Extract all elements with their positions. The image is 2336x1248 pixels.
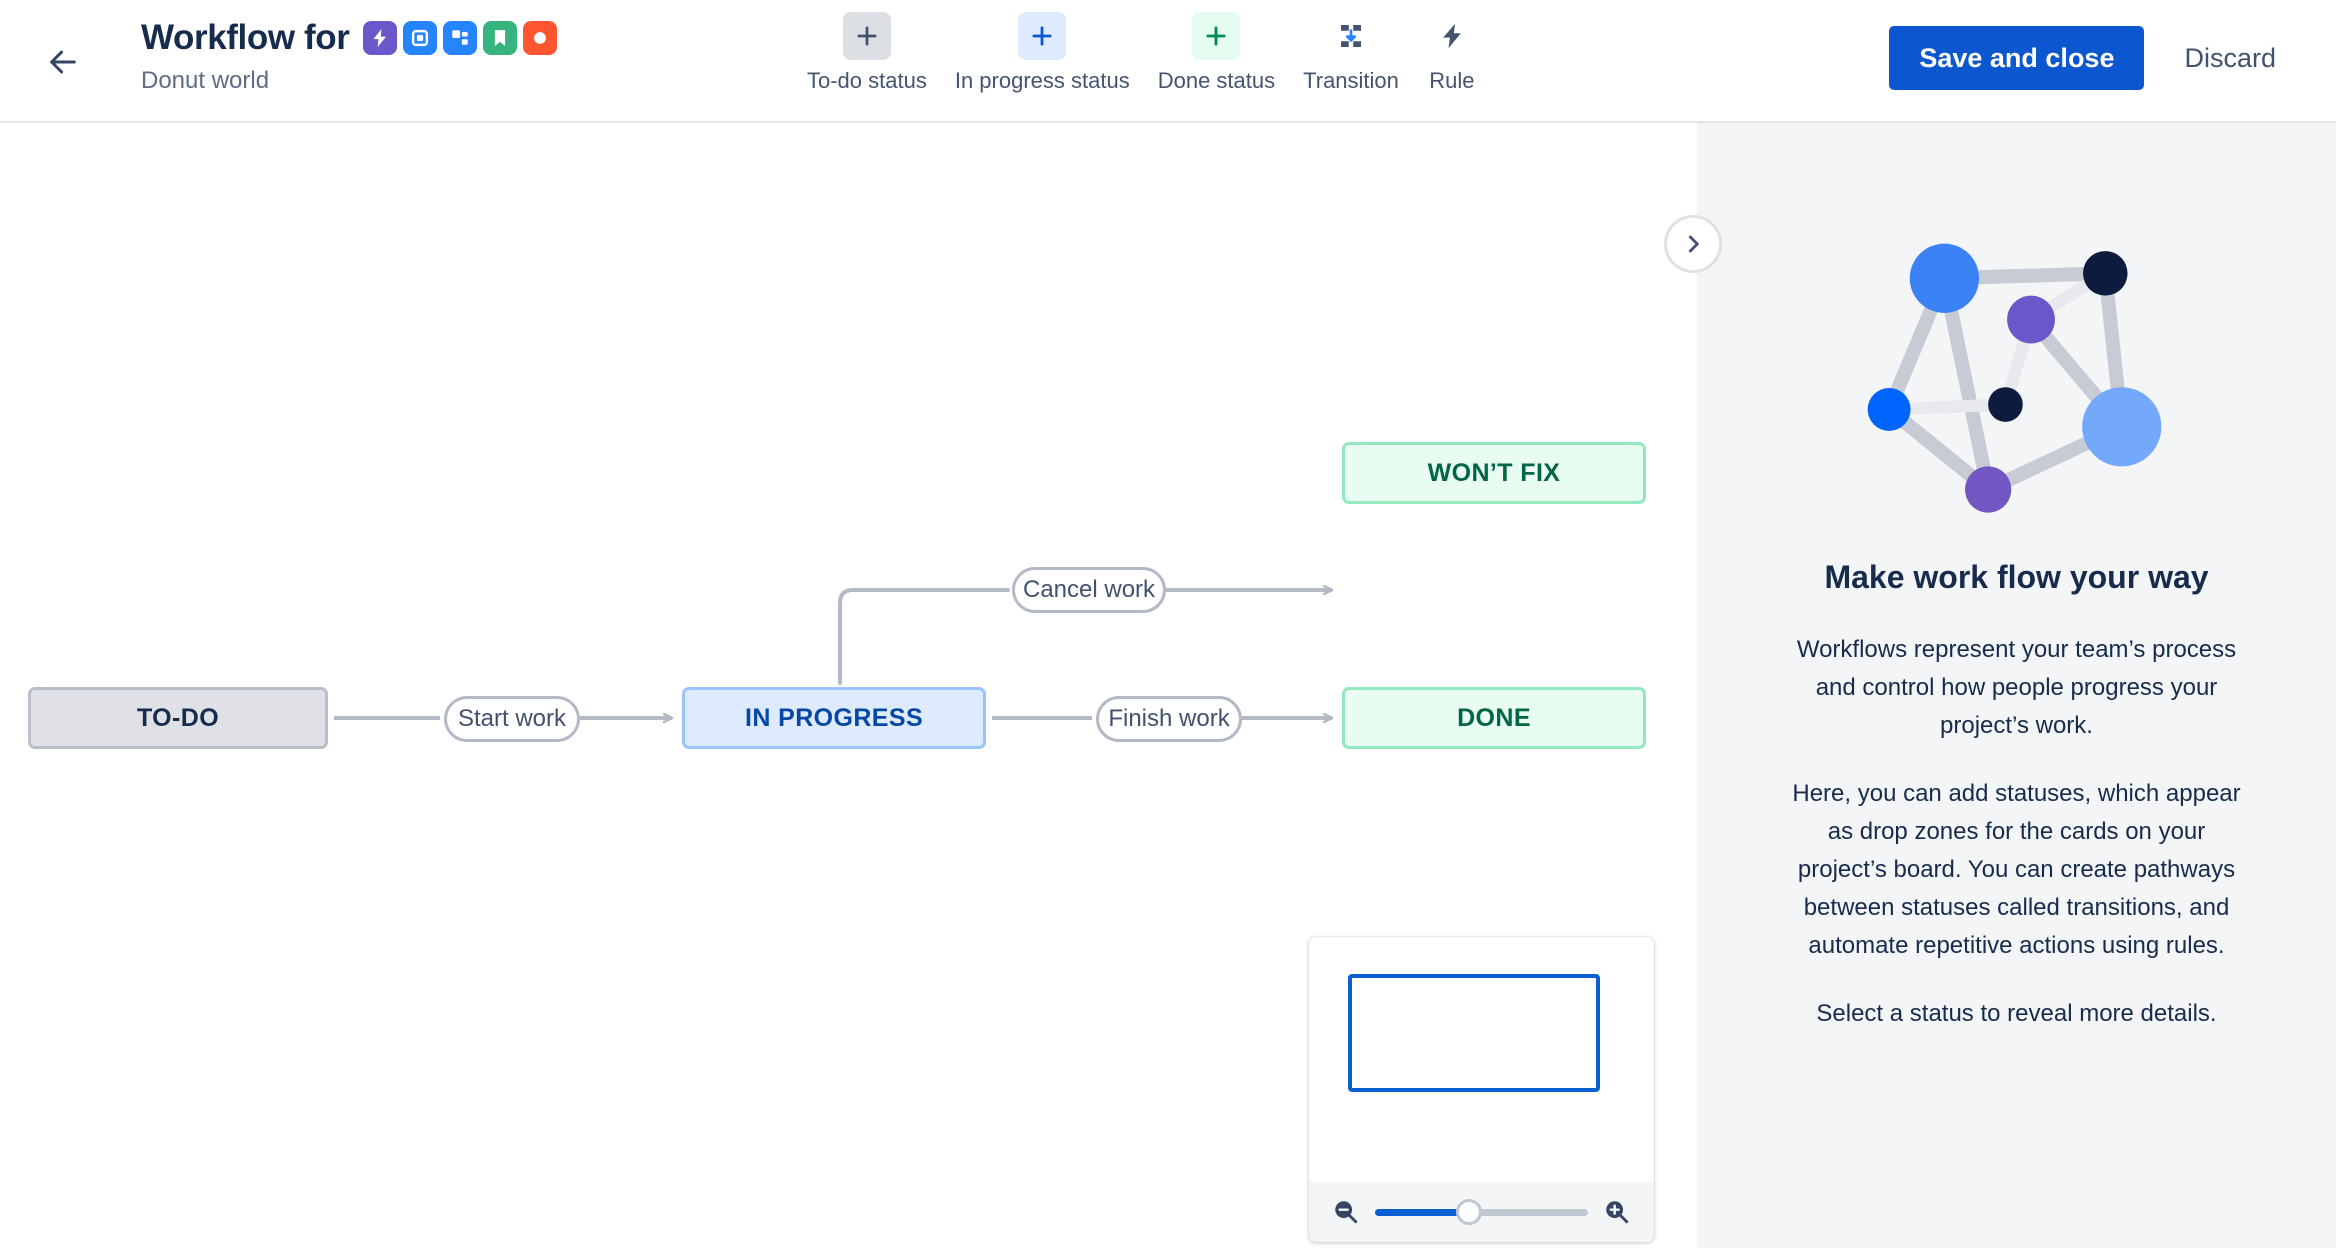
workflow-canvas[interactable]: TO-DO IN PROGRESS DONE WON’T FIX Start w… [0, 123, 1693, 1248]
info-panel: Make work flow your way Workflows repres… [1697, 123, 2336, 1248]
add-done-status-button[interactable]: Done status [1144, 12, 1289, 94]
zoom-slider-thumb[interactable] [1455, 1199, 1482, 1225]
discard-button[interactable]: Discard [2166, 26, 2294, 90]
transition-label-text: Cancel work [1022, 576, 1156, 603]
header-actions: Save and close Discard [1889, 26, 2294, 90]
rule-lightning-icon [1428, 12, 1476, 60]
tool-label: Rule [1429, 68, 1475, 93]
plus-icon [1018, 12, 1067, 60]
workflow-network-graph-illustration [1867, 243, 2161, 513]
tool-label: In progress status [954, 68, 1130, 93]
transition-label-start-work[interactable]: Start work [444, 696, 580, 742]
status-node-todo[interactable]: TO-DO [28, 687, 328, 749]
tool-label: Transition [1303, 68, 1399, 93]
status-node-label: DONE [1457, 703, 1531, 732]
transition-label-finish-work[interactable]: Finish work [1096, 696, 1242, 742]
zoom-controls [1309, 1182, 1654, 1242]
zoom-slider-fill [1375, 1208, 1469, 1216]
automation-lightning-icon[interactable] [363, 21, 398, 55]
plus-icon [1192, 12, 1241, 60]
status-node-wont-fix[interactable]: WON’T FIX [1342, 442, 1646, 504]
panel-body: Workflows represent your team’s process … [1791, 631, 2243, 1033]
page-subtitle: Donut world [141, 67, 270, 94]
status-node-done[interactable]: DONE [1342, 687, 1646, 749]
panel-paragraph: Here, you can add statuses, which appear… [1792, 780, 2241, 959]
chevron-right-icon [1688, 235, 1699, 253]
panel-paragraph: Select a status to reveal more details. [1816, 1000, 2217, 1027]
app-icon-list [363, 21, 558, 55]
transition-label-text: Finish work [1108, 705, 1230, 732]
app-header: Workflow for [0, 0, 2336, 123]
nodes-icon[interactable] [443, 21, 478, 55]
page-title: Workflow for [141, 18, 350, 57]
bookmark-icon[interactable] [483, 21, 518, 55]
transition-icon [1327, 12, 1375, 60]
title-block: Workflow for [141, 16, 558, 96]
minimap-viewport-rect[interactable] [1348, 974, 1600, 1092]
workflow-edges [334, 123, 1693, 1248]
circle-icon[interactable] [523, 21, 558, 55]
status-node-in-progress[interactable]: IN PROGRESS [682, 687, 986, 749]
status-node-label: IN PROGRESS [744, 703, 924, 732]
arrow-left-icon [50, 50, 76, 74]
back-button[interactable] [37, 36, 89, 88]
transition-label-cancel-work[interactable]: Cancel work [1012, 567, 1166, 613]
tool-label: To-do status [807, 68, 927, 93]
panel-collapse-toggle[interactable] [1664, 215, 1722, 273]
workflow-toolbar: To-do status In progress status Done sta… [793, 12, 1491, 94]
status-node-label: WON’T FIX [1427, 458, 1561, 487]
add-transition-button[interactable]: Transition [1289, 12, 1413, 94]
tool-label: Done status [1157, 68, 1276, 93]
panel-paragraph: Workflows represent your team’s process … [1796, 636, 2237, 739]
save-and-close-button[interactable]: Save and close [1889, 26, 2145, 90]
status-node-label: TO-DO [136, 703, 220, 732]
jira-square-icon[interactable] [403, 21, 438, 55]
canvas-minimap[interactable] [1309, 937, 1654, 1242]
plus-icon [842, 12, 891, 60]
zoom-out-icon[interactable] [1331, 1197, 1361, 1227]
add-rule-button[interactable]: Rule [1413, 12, 1491, 94]
add-in-progress-status-button[interactable]: In progress status [941, 12, 1144, 94]
zoom-in-icon[interactable] [1602, 1197, 1632, 1227]
zoom-slider[interactable] [1375, 1199, 1588, 1225]
transition-label-text: Start work [457, 705, 567, 732]
panel-title: Make work flow your way [1824, 559, 2209, 595]
add-todo-status-button[interactable]: To-do status [793, 12, 941, 94]
